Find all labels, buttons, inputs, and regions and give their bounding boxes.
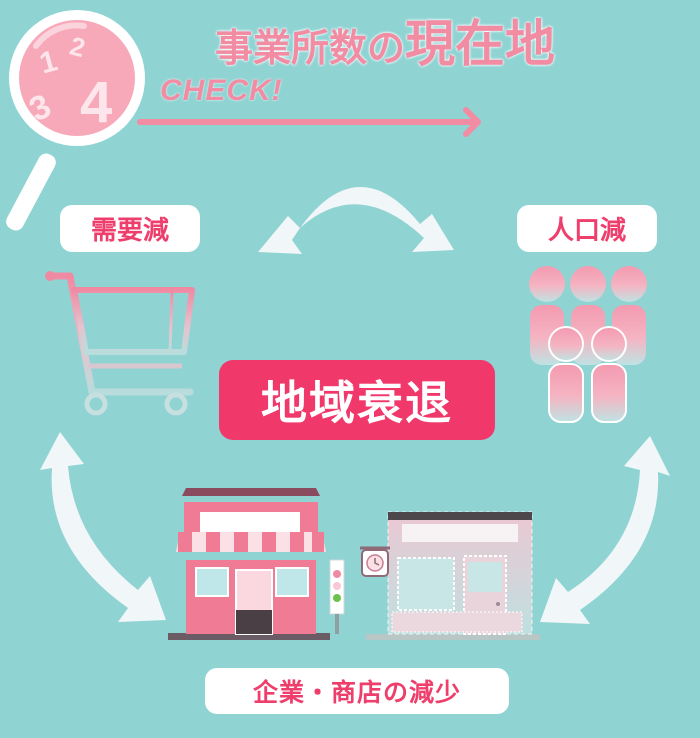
title-part-2: 現在地 [405, 15, 556, 73]
center-regional-decline: 地域衰退 [219, 360, 495, 440]
label-demand-decrease: 需要減 [60, 205, 200, 252]
check-arrow-icon [137, 107, 481, 137]
label-population-decrease: 人口減 [517, 205, 657, 252]
digit: 1 [36, 44, 61, 80]
title-part-1: 事業所数の [215, 26, 406, 70]
open-shop-icon [168, 488, 345, 640]
closed-shop-icon [360, 511, 540, 640]
cycle-arrow-icon [258, 186, 454, 254]
shopping-cart-icon [45, 271, 195, 416]
label-shops-decrease: 企業・商店の減少 [205, 668, 509, 714]
cycle-arrow-icon [540, 436, 670, 624]
cycle-arrow-icon [40, 432, 166, 622]
digit: 2 [67, 30, 89, 63]
page-title: 事業所数の現在地 [215, 4, 700, 74]
digit: 4 [80, 70, 112, 135]
magnifier-icon [6, 10, 145, 231]
check-text: CHECK! [160, 74, 283, 107]
digit: 3 [24, 87, 57, 129]
people-group-icon [529, 266, 647, 423]
